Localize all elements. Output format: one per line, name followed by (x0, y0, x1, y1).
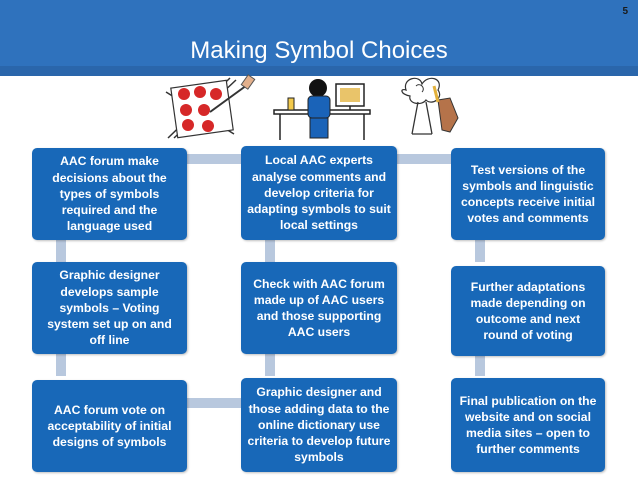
person-at-computer-icon (273, 79, 371, 140)
connector-7-8 (187, 398, 241, 408)
header-bar (0, 0, 638, 76)
hand-drawing-idea-icon (401, 77, 459, 135)
connector-1-2 (187, 154, 241, 164)
connector-5-8 (265, 354, 275, 376)
symbol-chart-pointing-icon (165, 74, 256, 139)
process-box-8: Graphic designer and those adding data t… (241, 378, 397, 472)
connector-3-6 (475, 240, 485, 262)
slide-number: 5 (622, 6, 628, 17)
process-box-3: Test versions of the symbols and linguis… (451, 148, 605, 240)
process-box-1: AAC forum make decisions about the types… (32, 148, 187, 240)
connector-2-3 (397, 154, 451, 164)
process-box-4: Graphic designer develops sample symbols… (32, 262, 187, 354)
header-shade (0, 66, 638, 76)
process-box-9: Final publication on the website and on … (451, 378, 605, 472)
connector-1-4 (56, 240, 66, 262)
connector-6-9 (475, 354, 485, 376)
connector-2-5 (265, 240, 275, 262)
process-box-7: AAC forum vote on acceptability of initi… (32, 380, 187, 472)
process-box-5: Check with AAC forum made up of AAC user… (241, 262, 397, 354)
connector-4-7 (56, 354, 66, 376)
process-box-6: Further adaptations made depending on ou… (451, 266, 605, 356)
process-box-2: Local AAC experts analyse comments and d… (241, 146, 397, 240)
page-title: Making Symbol Choices (190, 37, 448, 64)
